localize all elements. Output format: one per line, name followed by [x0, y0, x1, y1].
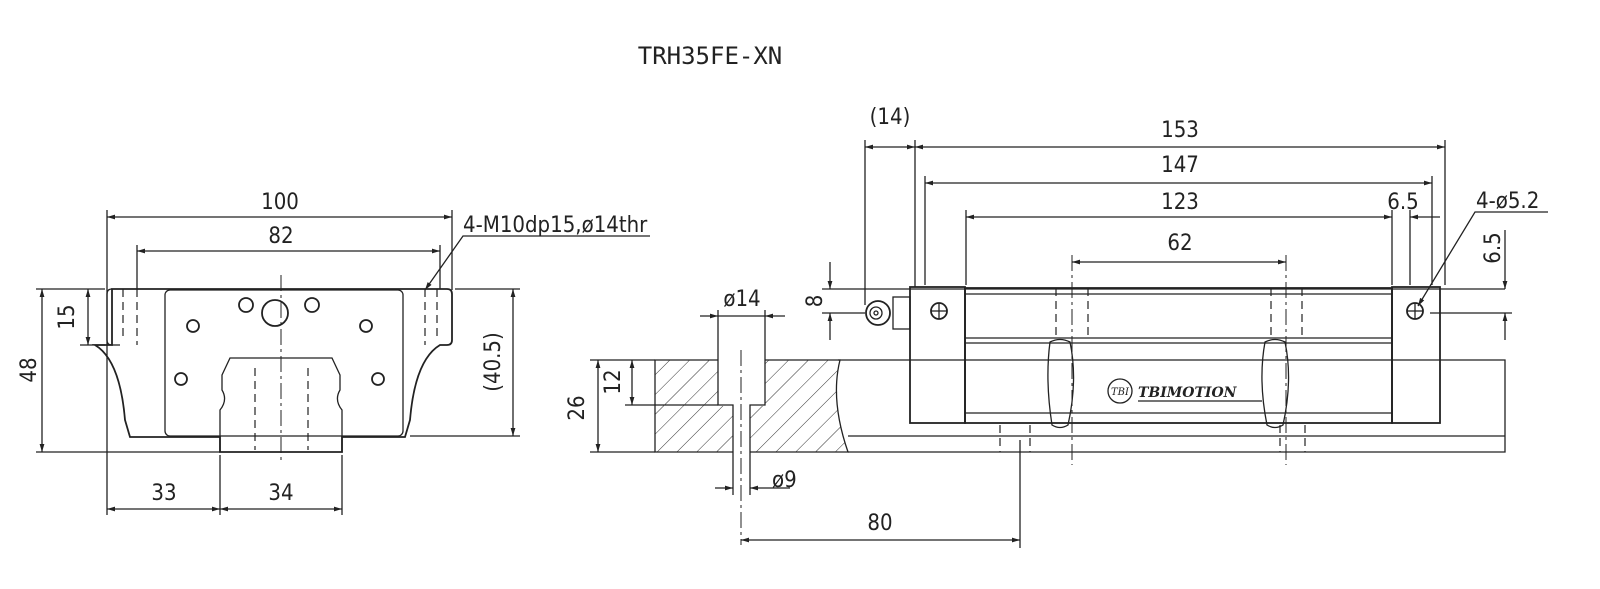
- block-body: [964, 287, 1393, 424]
- tap-hole-icon: [238, 297, 254, 313]
- dim-123: 123: [1161, 190, 1199, 215]
- dim-14: (14): [870, 105, 911, 130]
- dim-147: 147: [1161, 153, 1199, 178]
- callout-mounting-holes: 4-M10dp15,ø14thr: [463, 213, 648, 238]
- dim-40-5: (40.5): [481, 332, 506, 392]
- dim-6-5-vertical: 6.5: [1481, 232, 1506, 263]
- grease-nipple-icon: [865, 300, 891, 326]
- dim-counterbore: ø14: [723, 287, 760, 312]
- dim-48: 48: [17, 357, 42, 382]
- dim-6-5: 6.5: [1387, 190, 1418, 215]
- logo-text: TBIMOTION: [1138, 385, 1238, 401]
- tbimotion-logo: TBI TBIMOTION: [1107, 378, 1262, 404]
- dim-26: 26: [565, 395, 590, 420]
- grease-nipple-icon: [261, 299, 289, 327]
- dim-33: 33: [151, 481, 176, 506]
- dim-34: 34: [268, 481, 293, 506]
- dim-100: 100: [261, 190, 299, 215]
- side-view: TBI TBIMOTION (14) 153 147 123 6.5 62 8 …: [803, 105, 1548, 465]
- callout-seal-holes: 4-ø5.2: [1476, 189, 1539, 214]
- dim-153: 153: [1161, 118, 1199, 143]
- dim-8: 8: [803, 295, 828, 308]
- end-cap-left: [909, 286, 966, 424]
- end-cap-right: [1391, 286, 1441, 424]
- drawing-title: TRH35FE-XN: [638, 42, 783, 70]
- logo-mark: TBI: [1111, 387, 1130, 398]
- block-outline: [91, 288, 453, 453]
- dim-12: 12: [601, 369, 626, 394]
- front-view: 100 82 48 15 (40.5) 33 34 4-M10dp15,ø14t…: [17, 190, 650, 515]
- dim-82: 82: [268, 224, 293, 249]
- dim-80: 80: [867, 511, 892, 536]
- dim-hole: ø9: [772, 468, 797, 493]
- dim-62: 62: [1167, 231, 1192, 256]
- rail-section: ø14 ø9 26 12 80: [565, 287, 1021, 548]
- dim-15: 15: [55, 304, 80, 329]
